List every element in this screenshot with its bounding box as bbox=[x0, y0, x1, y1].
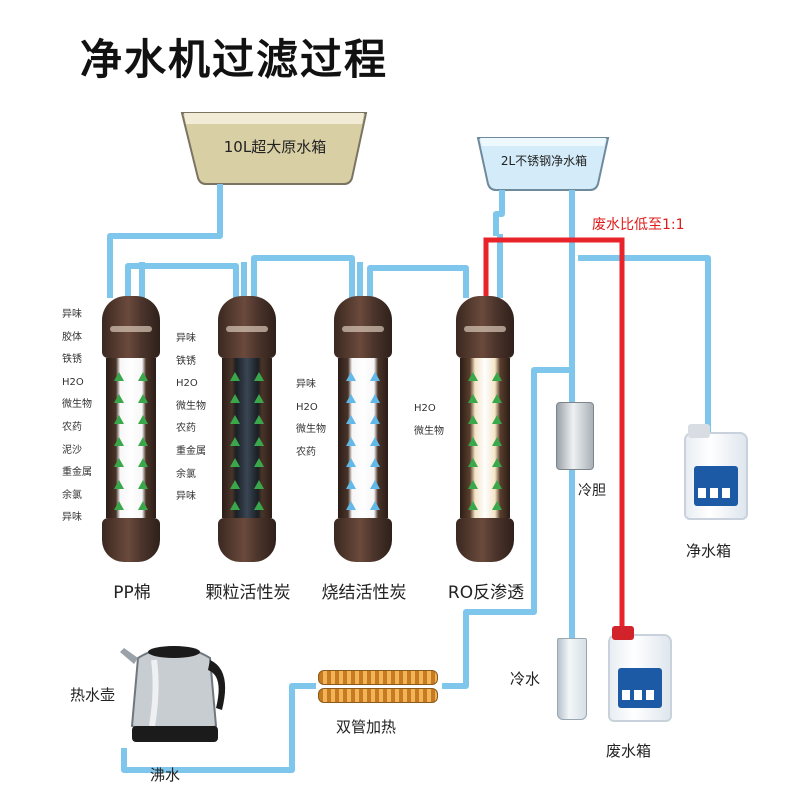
heater-label: 双管加热 bbox=[336, 718, 397, 736]
kettle-label: 热水壶 bbox=[70, 686, 116, 704]
cold-tank-image bbox=[556, 402, 594, 470]
jug-label bbox=[618, 668, 662, 708]
filter-label-sintered-carbon: 烧结活性炭 bbox=[321, 583, 407, 603]
flow-arrows bbox=[492, 372, 502, 510]
filter-cap bbox=[102, 296, 160, 358]
heating-tube bbox=[318, 688, 438, 703]
filter-label-ro: RO反渗透 bbox=[447, 583, 525, 603]
clean-water-box-label: 净水箱 bbox=[686, 542, 732, 560]
raw-tank-label: 10L超大原水箱 bbox=[223, 138, 327, 156]
brand-logo bbox=[226, 326, 268, 332]
boil-label: 沸水 bbox=[150, 766, 181, 784]
filter-sintered-carbon bbox=[334, 296, 392, 562]
filter-label-pp: PP棉 bbox=[113, 583, 151, 603]
filter-ro bbox=[456, 296, 514, 562]
cold-water-label: 冷水 bbox=[510, 670, 541, 688]
filter-cap bbox=[218, 296, 276, 358]
raw-water-tank bbox=[180, 112, 368, 185]
clean-water-box-image bbox=[684, 424, 748, 520]
jug-cap bbox=[612, 626, 634, 640]
waste-water-box-image bbox=[608, 626, 672, 722]
flow-arrows bbox=[114, 372, 124, 510]
filter-base bbox=[218, 518, 276, 562]
brand-logo bbox=[464, 326, 506, 332]
filter-base bbox=[334, 518, 392, 562]
waste-water-box-label: 废水箱 bbox=[606, 742, 652, 760]
kettle-image bbox=[120, 646, 226, 742]
brand-logo bbox=[110, 326, 152, 332]
waste-ratio-note: 废水比低至1:1 bbox=[592, 217, 685, 233]
waste-pipe bbox=[483, 237, 625, 634]
flow-arrows bbox=[370, 372, 380, 510]
pure-water-tank bbox=[476, 137, 610, 191]
jug-label bbox=[694, 466, 738, 506]
flow-arrows bbox=[138, 372, 148, 510]
flow-arrows bbox=[230, 372, 240, 510]
filter-base bbox=[456, 518, 514, 562]
cold-tank-label: 冷胆 bbox=[578, 483, 606, 499]
brand-logo bbox=[342, 326, 384, 332]
filter-pp bbox=[102, 296, 160, 562]
jug-cap bbox=[688, 424, 710, 438]
filter-base bbox=[102, 518, 160, 562]
glass-icon bbox=[557, 638, 587, 720]
page-title: 净水机过滤过程 bbox=[80, 35, 389, 84]
heating-tube bbox=[318, 670, 438, 685]
filter-cap bbox=[334, 296, 392, 358]
filter-label-granular-carbon: 颗粒活性炭 bbox=[205, 583, 291, 603]
pure-tank-label: 2L不锈钢净水箱 bbox=[500, 154, 588, 168]
flow-arrows bbox=[346, 372, 356, 510]
filter-cap bbox=[456, 296, 514, 358]
flow-arrows bbox=[468, 372, 478, 510]
filter-granular-carbon bbox=[218, 296, 276, 562]
flow-arrows bbox=[254, 372, 264, 510]
double-tube-heater bbox=[318, 664, 438, 708]
